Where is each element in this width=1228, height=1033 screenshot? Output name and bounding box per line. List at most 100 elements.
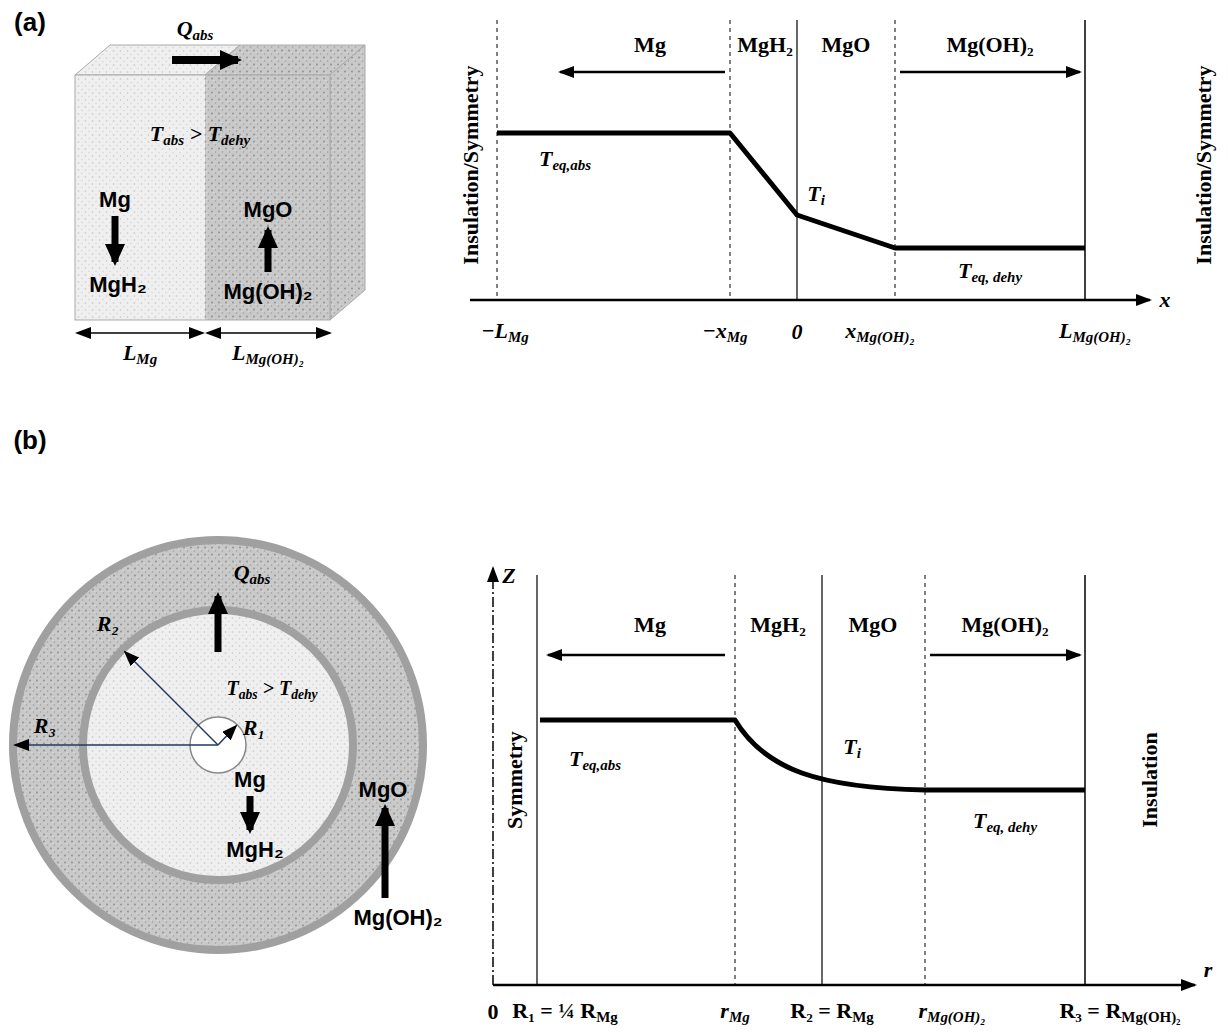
drawing-line bbox=[77, 332, 203, 334]
drawing-line bbox=[1084, 20, 1086, 300]
text-label: Insulation/Symmetry bbox=[1191, 65, 1217, 264]
drawing-line bbox=[247, 796, 254, 830]
label-text: Mg bbox=[634, 32, 666, 57]
label-text: Insulation/Symmetry bbox=[1191, 65, 1216, 264]
drawing-line bbox=[548, 654, 725, 657]
label-text: R₂ bbox=[97, 611, 119, 636]
label-text: T bbox=[973, 808, 986, 833]
subscript: abs bbox=[163, 132, 184, 148]
label-text: MgO bbox=[359, 777, 408, 802]
drawing-rect bbox=[75, 75, 330, 320]
text-label: Ti bbox=[807, 181, 825, 209]
drawing-line bbox=[1084, 575, 1086, 985]
text-label: 0 bbox=[488, 999, 499, 1025]
label-text: T bbox=[807, 181, 820, 206]
label-text: MgH₂ bbox=[89, 272, 146, 297]
text-label: Mg(OH)₂ bbox=[946, 32, 1033, 58]
subscript: Mg(OH)₂ bbox=[856, 329, 914, 345]
text-label: MgH₂ bbox=[89, 272, 146, 298]
drawing-line bbox=[536, 575, 537, 985]
drawing-line bbox=[172, 56, 238, 64]
drawing-line bbox=[900, 71, 1080, 74]
drawing-line bbox=[15, 744, 218, 746]
text-label: Symmetry bbox=[502, 731, 528, 829]
subscript: i bbox=[857, 745, 861, 761]
subscript: Mg(OH)₂ bbox=[927, 1009, 985, 1025]
label-text: r bbox=[1204, 957, 1213, 982]
label-text: −x bbox=[702, 318, 726, 343]
text-label: R₁ = ¼ RMg bbox=[512, 998, 618, 1026]
text-label: −LMg bbox=[481, 318, 529, 346]
drawing-line bbox=[218, 726, 236, 745]
label-text: Q bbox=[177, 16, 193, 41]
label-text: R₂ = R bbox=[790, 998, 852, 1023]
label-text: Insulation/Symmetry bbox=[458, 65, 483, 264]
text-label: x bbox=[1160, 287, 1171, 313]
drawing-polygon bbox=[330, 45, 365, 320]
text-label: LMg bbox=[123, 340, 157, 368]
drawing-line bbox=[895, 20, 896, 300]
text-label: Teq, dehy bbox=[958, 258, 1022, 286]
subscript: abs bbox=[250, 571, 271, 587]
label-text: Mg(OH)₂ bbox=[223, 279, 312, 304]
text-label: rMg bbox=[720, 998, 749, 1026]
drawing-line bbox=[382, 808, 389, 898]
drawing-line bbox=[497, 20, 498, 300]
label-text: > bbox=[190, 121, 203, 146]
label-text: > bbox=[263, 677, 274, 699]
label-text: MgH₂ bbox=[226, 837, 283, 862]
label-text: T bbox=[279, 677, 291, 699]
label-text: T bbox=[539, 146, 552, 171]
label-text: x bbox=[1160, 287, 1171, 312]
text-label: r bbox=[1204, 957, 1213, 983]
drawing-line bbox=[925, 575, 926, 985]
drawing-line bbox=[735, 575, 736, 985]
drawing-rect bbox=[205, 75, 330, 320]
text-label: Teq, dehy bbox=[973, 808, 1037, 836]
text-label: 0 bbox=[792, 319, 803, 345]
label-text: 0 bbox=[792, 319, 803, 344]
subscript: Mg bbox=[729, 1009, 750, 1025]
text-label: Ti bbox=[843, 734, 861, 762]
label-text: 0 bbox=[488, 999, 499, 1024]
subscript: Mg bbox=[596, 1009, 618, 1025]
slab-graph bbox=[470, 20, 1150, 300]
subscript: Mg bbox=[727, 329, 748, 345]
drawing-rect bbox=[75, 75, 205, 320]
text-label: MgH₂ bbox=[226, 837, 283, 863]
cylinder-graph bbox=[493, 568, 1195, 985]
text-label: (b) bbox=[13, 425, 46, 456]
label-text: Insulation bbox=[1137, 732, 1162, 827]
label-text: R₃ = R bbox=[1059, 998, 1121, 1023]
drawing-path bbox=[540, 720, 1085, 790]
text-label: MgO bbox=[849, 612, 898, 638]
subscript: eq,abs bbox=[582, 757, 621, 773]
text-label: LMg(OH)₂ bbox=[232, 340, 304, 368]
label-text: (b) bbox=[13, 425, 46, 455]
label-text: MgH₂ bbox=[750, 612, 805, 637]
label-text: Mg(OH)₂ bbox=[353, 905, 442, 930]
label-text: Mg bbox=[234, 767, 266, 792]
label-text: R₁ = ¼ R bbox=[512, 998, 596, 1023]
label-text: MgO bbox=[849, 612, 898, 637]
drawing-polyline bbox=[497, 133, 1085, 248]
label-text: Mg bbox=[634, 612, 666, 637]
text-label: xMg(OH)₂ bbox=[845, 318, 914, 346]
text-label: MgO bbox=[244, 197, 293, 223]
label-text: Mg bbox=[99, 187, 131, 212]
text-label: (a) bbox=[14, 7, 46, 38]
label-text: MgO bbox=[822, 32, 871, 57]
label-text: R₁ bbox=[243, 715, 265, 740]
text-label: MgO bbox=[822, 32, 871, 58]
subscript: eq, dehy bbox=[986, 819, 1037, 835]
drawing-line bbox=[730, 20, 731, 300]
subscript: eq, dehy bbox=[971, 269, 1022, 285]
label-text: x bbox=[845, 318, 856, 343]
label-text: MgO bbox=[244, 197, 293, 222]
subscript: abs bbox=[239, 687, 258, 702]
text-label: Teq,abs bbox=[569, 746, 621, 774]
text-label: Mg bbox=[99, 187, 131, 213]
drawing-line bbox=[207, 332, 330, 334]
